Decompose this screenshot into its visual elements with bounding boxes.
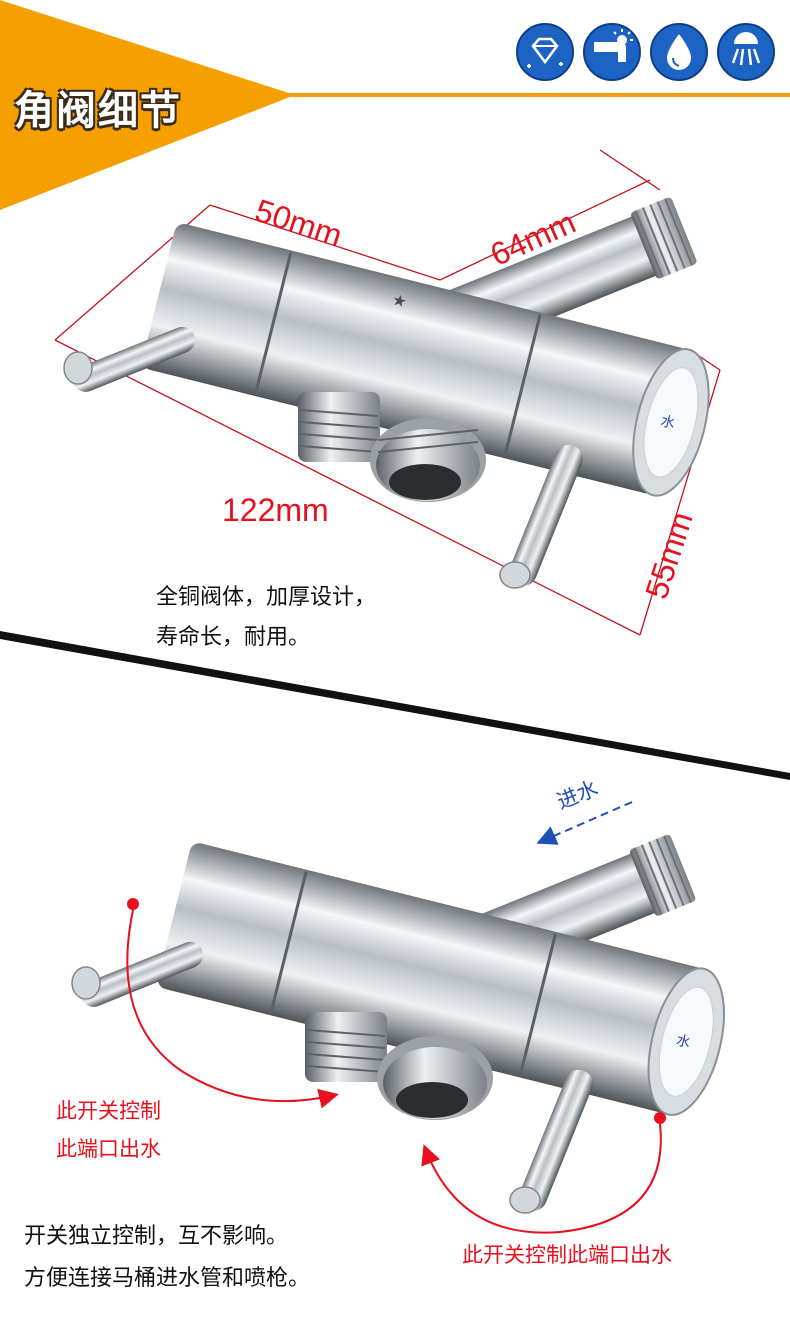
material-description: 全铜阀体，加厚设计， 寿命长，耐用。	[156, 578, 376, 658]
svg-text:水: 水	[659, 413, 676, 432]
faucet-icon	[583, 23, 641, 81]
diamond-sparkle-icon	[516, 23, 574, 81]
valve-dimension-illustration: 水 ★	[54, 149, 721, 636]
material-description-line: 寿命长，耐用。	[156, 625, 311, 650]
svg-text:★: ★	[390, 290, 409, 312]
control-description: 开关独立控制，互不影响。 方便连接马桶进水管和喷枪。	[24, 1216, 310, 1300]
page-title: 角阀细节	[14, 88, 182, 134]
right-control-label: 此开关控制此端口出水	[462, 1243, 672, 1267]
header-banner	[0, 0, 790, 210]
shower-head-icon	[717, 23, 775, 81]
svg-text:水: 水	[674, 1032, 691, 1051]
inlet-arrow	[536, 801, 633, 845]
control-description-line: 方便连接马桶进水管和喷枪。	[24, 1266, 311, 1291]
left-handle-marker	[127, 898, 139, 910]
left-control-label-line: 此端口出水	[56, 1137, 161, 1161]
header: 角阀细节	[0, 0, 790, 220]
right-handle-marker	[654, 1112, 666, 1124]
material-description-line: 全铜阀体，加厚设计，	[156, 585, 377, 610]
control-explanation-section: 水 进水 此开关控制 此端口出水 此开关控制此端口出水 开关独立控制，互不影响。…	[0, 776, 790, 1327]
dimension-length-label: 122mm	[222, 492, 329, 528]
product-dimensions-section: 水 ★ 50mm 64mm 122mm 55mm 全铜阀体，加厚设计， 寿命长，…	[0, 130, 790, 670]
diagonal-divider	[0, 631, 790, 780]
left-control-label: 此开关控制 此端口出水	[56, 1092, 161, 1168]
feature-icons	[515, 22, 777, 82]
left-control-label-line: 此开关控制	[56, 1099, 161, 1123]
right-control-arrow	[421, 1123, 662, 1234]
water-drop-icon	[650, 23, 708, 81]
control-description-line: 开关独立控制，互不影响。	[24, 1224, 289, 1249]
valve-control-illustration: 水	[71, 801, 725, 1234]
left-control-arrow	[126, 909, 339, 1109]
